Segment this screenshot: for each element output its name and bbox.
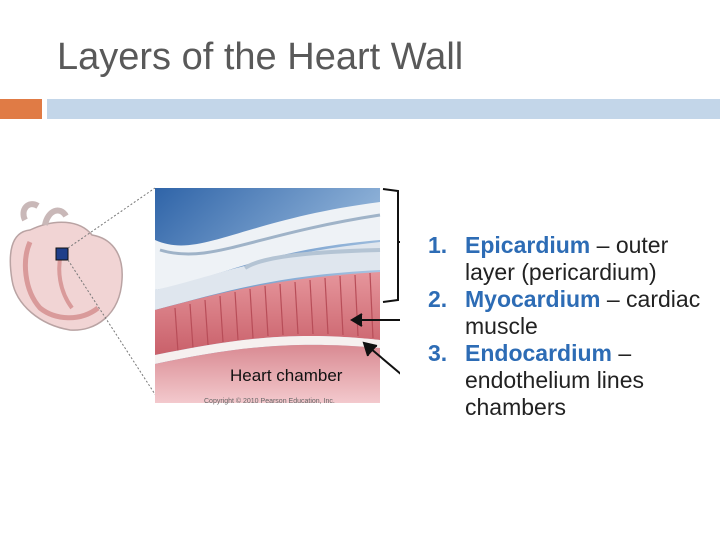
list-item: 1. Epicardium – outer layer (pericardium)	[428, 232, 718, 286]
list-item: 3. Endocardium – endothelium lines chambe…	[428, 340, 718, 421]
layer-term: Myocardium	[465, 286, 601, 312]
heart-wall-figure	[0, 180, 400, 420]
layer-description: – endothelium lines chambers	[465, 340, 645, 420]
list-number: 1.	[428, 232, 448, 258]
magnified-section	[155, 188, 381, 403]
list-number: 3.	[428, 340, 448, 366]
layer-pointers	[350, 188, 400, 375]
layer-description: – outer layer (pericardium)	[465, 232, 669, 285]
accent-bar-orange	[0, 99, 42, 119]
heart-wall-illustration	[9, 187, 400, 403]
copyright-notice: Copyright © 2010 Pearson Education, Inc.	[204, 398, 335, 405]
list-number: 2.	[428, 286, 448, 312]
layer-term: Epicardium	[465, 232, 591, 258]
accent-bar-blue	[47, 99, 720, 119]
heart-wall-layers-list: 1. Epicardium – outer layer (pericardium)…	[428, 232, 718, 421]
layer-term: Endocardium	[465, 340, 612, 366]
layer-description: – cardiac muscle	[465, 286, 701, 339]
slide-title: Layers of the Heart Wall	[57, 36, 464, 78]
list-item: 2. Myocardium – cardiac muscle	[428, 286, 718, 340]
heart-chamber-label: Heart chamber	[230, 366, 343, 385]
heart-thumbnail	[9, 201, 123, 331]
